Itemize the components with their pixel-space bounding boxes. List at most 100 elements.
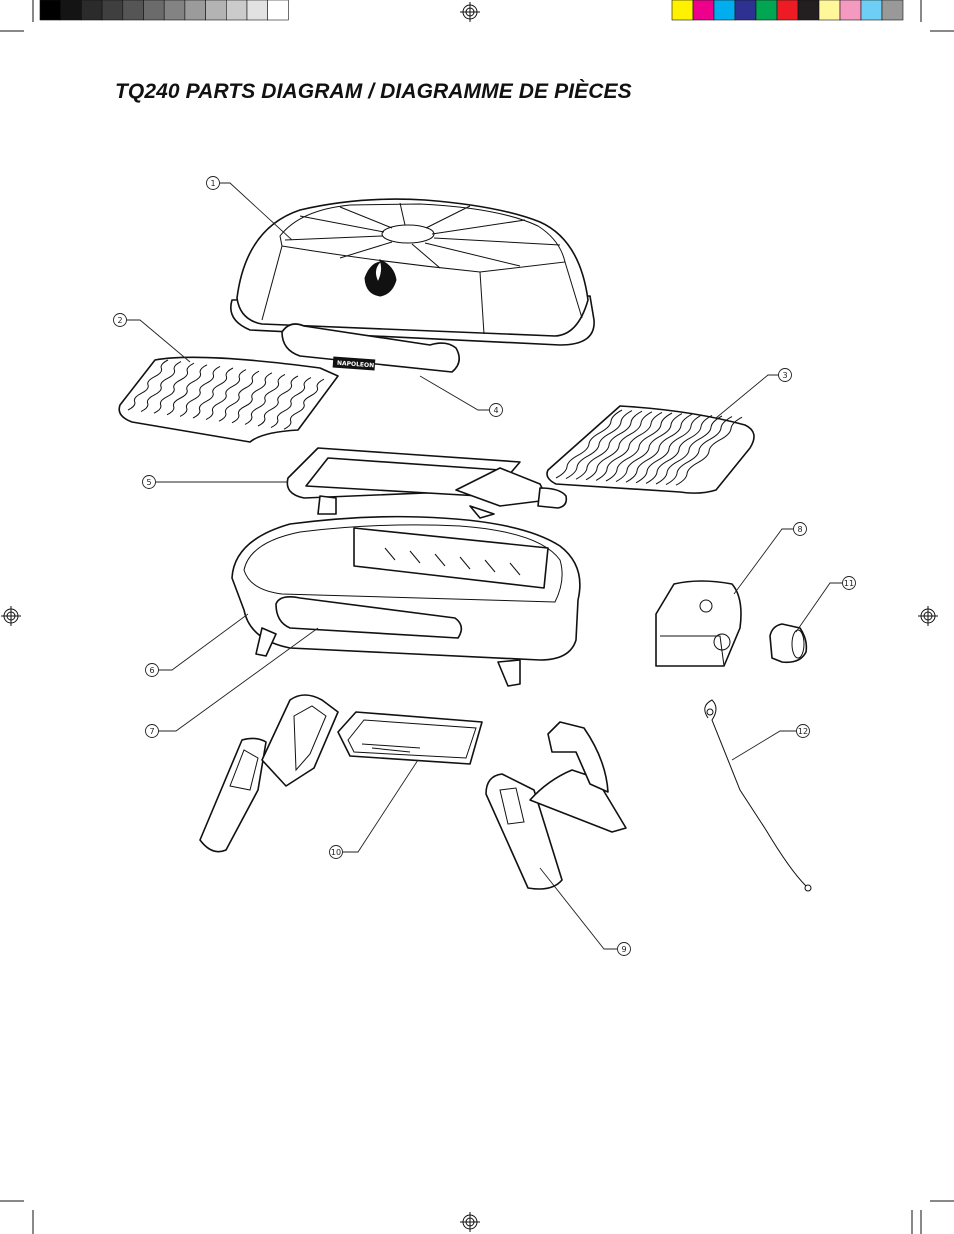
callout-2: 2 <box>113 313 127 327</box>
callout-number: 1 <box>210 179 215 188</box>
color-swatch <box>734 0 757 21</box>
grid-bar <box>675 416 743 486</box>
callout-number: 3 <box>782 371 787 380</box>
leader-line <box>795 582 843 633</box>
grey-calibration-bar <box>39 0 289 21</box>
part-control-knob <box>769 623 808 664</box>
part-burner <box>286 447 568 519</box>
callout-11: 11 <box>842 576 856 590</box>
callout-number: 6 <box>149 666 154 675</box>
grid-bar <box>244 373 286 425</box>
grid-bar <box>166 364 208 416</box>
grey-swatch <box>60 0 82 21</box>
callout-number: 10 <box>331 848 341 857</box>
grey-swatch <box>184 0 206 21</box>
part-cooking-grid-right <box>546 405 755 494</box>
callout-circle <box>842 576 856 590</box>
grey-swatch <box>226 0 248 21</box>
grid-bar <box>605 412 673 482</box>
callout-10: 10 <box>329 845 343 859</box>
callout-9: 9 <box>617 942 631 956</box>
part-drip-tray <box>337 711 483 765</box>
callout-number: 4 <box>493 406 498 415</box>
callout-1: 1 <box>206 176 220 190</box>
grey-swatch <box>205 0 227 21</box>
grid-bar <box>179 365 221 417</box>
grid-bar <box>231 372 273 424</box>
callout-number: 5 <box>146 478 151 487</box>
callout-3: 3 <box>778 368 792 382</box>
part-igniter-wire <box>704 699 812 892</box>
leader-line <box>419 375 490 411</box>
grid-bar <box>555 409 623 479</box>
grid-bar <box>575 410 643 480</box>
callout-6: 6 <box>145 663 159 677</box>
color-swatch <box>860 0 883 21</box>
leader-line <box>731 730 797 761</box>
part-leg-left <box>199 694 339 853</box>
color-calibration-bar <box>671 0 904 21</box>
callout-circle <box>329 845 343 859</box>
grey-swatch <box>39 0 62 21</box>
callout-circle <box>113 313 127 327</box>
grid-bar <box>655 415 723 485</box>
registration-mark-right <box>918 606 938 626</box>
callout-circle <box>206 176 220 190</box>
color-swatch <box>671 0 694 21</box>
grey-swatch <box>101 0 124 21</box>
callout-circle <box>793 522 807 536</box>
grid-bar <box>257 375 299 427</box>
color-swatch <box>818 0 841 21</box>
leader-line <box>219 182 293 241</box>
part-leg-right <box>485 721 627 890</box>
grid-bar <box>585 411 653 481</box>
callout-8: 8 <box>793 522 807 536</box>
grey-swatch <box>81 0 103 21</box>
callout-leader-lines <box>126 182 843 950</box>
callout-circle <box>489 403 503 417</box>
part-base <box>231 515 581 687</box>
grid-bar <box>218 370 260 422</box>
grid-bar <box>140 361 182 413</box>
callout-number: 2 <box>117 316 122 325</box>
callout-circle <box>142 475 156 489</box>
brand-text: NAPOLEON <box>337 360 375 370</box>
grid-bar <box>625 413 693 483</box>
callout-12: 12 <box>796 724 810 738</box>
grid-bar <box>283 378 325 430</box>
callout-number: 12 <box>798 727 808 736</box>
grid-bar <box>127 359 169 411</box>
grid-bar <box>270 377 312 429</box>
callout-circle <box>778 368 792 382</box>
page-title: TQ240 PARTS DIAGRAM / DIAGRAMME DE PIÈCE… <box>115 80 632 103</box>
leader-line <box>158 613 249 671</box>
callout-number: 7 <box>149 727 154 736</box>
part-control-housing <box>655 580 742 667</box>
callout-5: 5 <box>142 475 156 489</box>
leader-line <box>715 374 779 419</box>
leader-line <box>733 528 794 595</box>
color-swatch <box>692 0 715 21</box>
part-cooking-grid-left <box>118 356 339 443</box>
callout-number: 9 <box>621 945 626 954</box>
grid-bar <box>205 369 247 421</box>
grey-swatch <box>267 0 289 21</box>
leader-line <box>158 627 319 732</box>
leader-line <box>126 319 191 363</box>
callout-circle <box>617 942 631 956</box>
color-swatch <box>755 0 778 21</box>
grid-bar <box>565 410 633 480</box>
color-swatch <box>797 0 820 21</box>
leader-line <box>342 759 419 853</box>
grid-bar <box>153 362 195 414</box>
callout-number: 8 <box>797 525 802 534</box>
registration-mark-top <box>460 2 480 22</box>
grid-bar <box>615 413 683 483</box>
grey-swatch <box>143 0 165 21</box>
callout-circle <box>145 724 159 738</box>
color-swatch <box>839 0 862 21</box>
grey-swatch <box>246 0 269 21</box>
